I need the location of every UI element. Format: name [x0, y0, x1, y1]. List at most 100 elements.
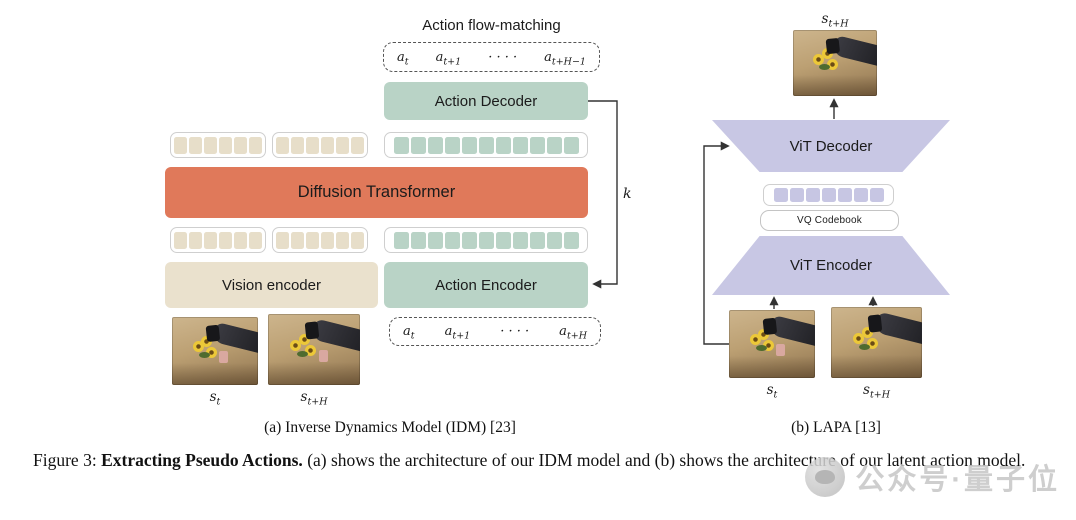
- token-square: [461, 231, 477, 249]
- token-square: [478, 136, 494, 154]
- token-row-green: [384, 132, 588, 158]
- state-label: st+H: [863, 382, 890, 401]
- token-square: [853, 188, 868, 202]
- state-label: st+H: [300, 389, 328, 408]
- leaf-shape: [296, 350, 308, 357]
- sunflower-icon: [763, 339, 775, 351]
- token-square: [204, 136, 217, 154]
- photo-shading: [729, 356, 815, 378]
- token-square: [321, 136, 334, 154]
- figure-caption-bold: Extracting Pseudo Actions.: [101, 450, 303, 470]
- state-label: st+H: [821, 11, 849, 30]
- token-row-green: [384, 227, 588, 253]
- token-square: [869, 188, 884, 202]
- token-square: [529, 136, 545, 154]
- robot-arm-photo: [172, 317, 258, 385]
- vit-encoder-box: ViT Encoder: [712, 236, 950, 295]
- figure-caption: Figure 3: Extracting Pseudo Actions. (a)…: [33, 449, 1049, 473]
- state-label: st: [766, 382, 778, 401]
- token-square: [291, 136, 304, 154]
- token-square: [461, 136, 477, 154]
- sunflower-icon: [192, 341, 204, 353]
- token-square: [773, 188, 788, 202]
- token-square: [546, 231, 562, 249]
- leaf-shape: [819, 64, 831, 71]
- token-row-beige: [170, 227, 266, 253]
- action-decoder-box: Action Decoder: [384, 82, 588, 120]
- vision-encoder-box: Vision encoder: [165, 262, 378, 308]
- action-flow-matching-label: Action flow-matching: [422, 17, 561, 34]
- sunflower-icon: [206, 346, 218, 358]
- token-square: [495, 136, 511, 154]
- token-square: [789, 188, 804, 202]
- token-square: [174, 136, 187, 154]
- action-token-label: at: [397, 49, 409, 68]
- pink-object-shape: [776, 344, 786, 356]
- ellipsis-dots: · · · ·: [488, 49, 518, 65]
- token-square: [321, 231, 334, 249]
- sunflower-icon: [826, 59, 838, 71]
- token-square: [393, 231, 409, 249]
- action-encoder-box: Action Encoder: [384, 262, 588, 308]
- token-square: [189, 136, 202, 154]
- sunflower-icon: [749, 334, 761, 346]
- sunflower-icon: [758, 329, 770, 341]
- token-square: [495, 231, 511, 249]
- leaf-shape: [755, 345, 767, 352]
- action-token-label: at+1: [444, 324, 471, 342]
- panel-a-caption: (a) Inverse Dynamics Model (IDM) [23]: [264, 419, 516, 436]
- robot-arm-shape: [831, 34, 877, 67]
- pink-object-shape: [219, 351, 229, 363]
- token-square: [174, 231, 187, 249]
- token-square: [249, 136, 262, 154]
- token-square: [444, 231, 460, 249]
- panel-b-caption: (b) LAPA [13]: [791, 419, 881, 436]
- robot-arm-shape: [310, 318, 360, 354]
- photo-shading: [793, 74, 877, 96]
- state-label: st: [209, 389, 221, 408]
- token-square: [249, 231, 262, 249]
- action-tokens-dashed-box-top: at at+1 · · · · at+H−1: [383, 42, 600, 72]
- token-row-beige: [272, 132, 368, 158]
- figure-caption-rest: (a) shows the architecture of our IDM mo…: [302, 450, 1026, 470]
- token-square: [478, 231, 494, 249]
- sunflower-icon: [299, 333, 311, 345]
- sunflower-icon: [861, 326, 873, 338]
- token-square: [351, 136, 364, 154]
- leaf-shape: [859, 343, 871, 350]
- token-square: [306, 231, 319, 249]
- sunflower-icon: [821, 48, 833, 60]
- action-token-label: at+H−1: [544, 49, 586, 68]
- robot-arm-photo: [831, 307, 922, 378]
- photo-shading: [172, 363, 258, 385]
- pink-object-shape: [318, 349, 328, 362]
- token-square: [336, 231, 349, 249]
- sunflower-icon: [290, 339, 302, 351]
- robot-arm-photo: [793, 30, 877, 96]
- figure-caption-prefix: Figure 3:: [33, 450, 102, 470]
- token-square: [276, 231, 289, 249]
- token-square: [529, 231, 545, 249]
- token-square: [563, 136, 579, 154]
- robot-arm-photo: [268, 314, 360, 385]
- sunflower-icon: [813, 53, 825, 65]
- token-square: [291, 231, 304, 249]
- photo-shading: [268, 362, 360, 385]
- sunflower-icon: [867, 338, 879, 350]
- sunflower-icon: [201, 336, 213, 348]
- token-square: [351, 231, 364, 249]
- watermark: 公众号·量子位: [805, 456, 1060, 498]
- token-square: [563, 231, 579, 249]
- arrow-st-to-decoder: [703, 141, 730, 345]
- qbitai-logo-icon: [805, 457, 846, 497]
- token-square: [427, 136, 443, 154]
- token-square: [512, 231, 528, 249]
- photo-shading: [831, 355, 922, 378]
- token-square: [234, 231, 247, 249]
- token-square: [512, 136, 528, 154]
- token-square: [276, 136, 289, 154]
- vq-codebook-box: VQ Codebook: [760, 210, 899, 231]
- robot-arm-photo: [729, 310, 815, 378]
- action-token-label: at: [403, 324, 415, 342]
